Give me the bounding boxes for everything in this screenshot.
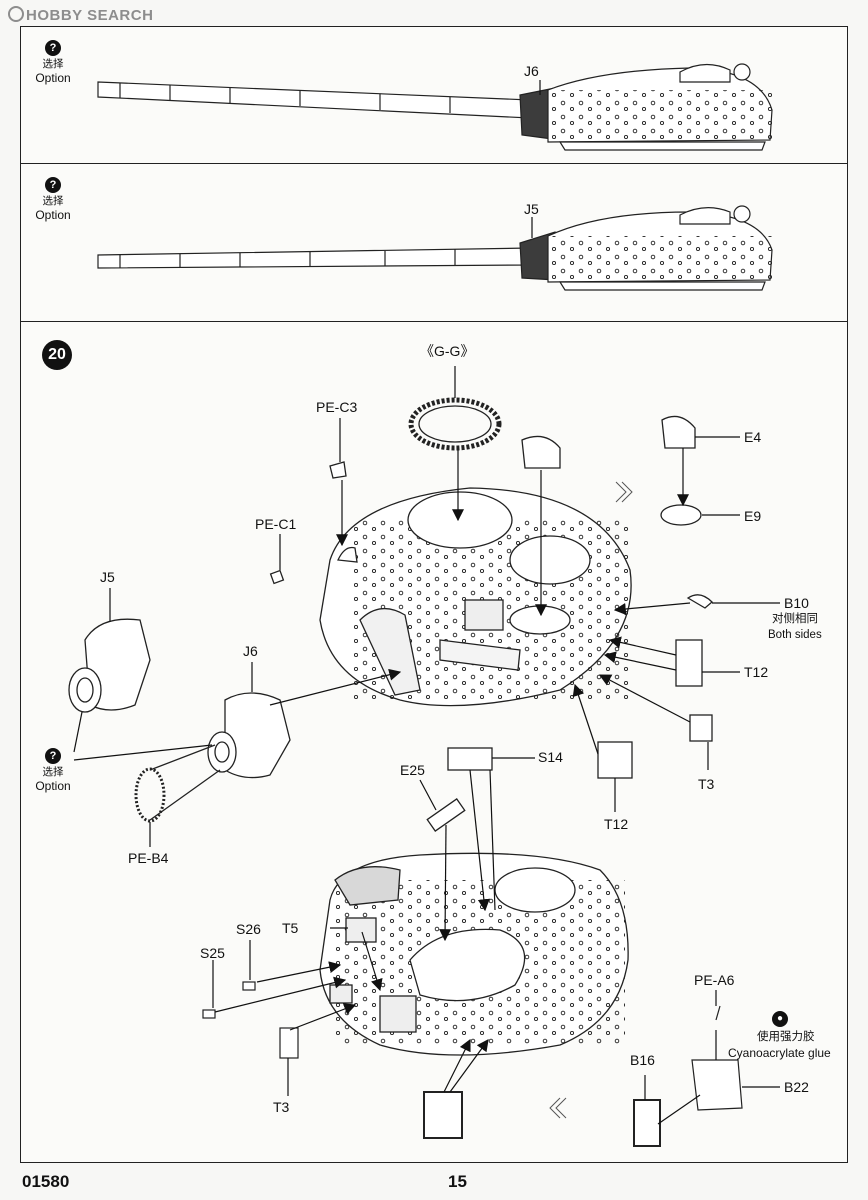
product-code: 01580	[22, 1172, 70, 1191]
upper-turret	[319, 487, 632, 707]
page-number: 15	[448, 1172, 467, 1191]
glue-note-cn: 使用强力胶	[757, 1031, 815, 1043]
option-badge-panel-2: ? 选择 Option	[35, 177, 71, 222]
question-icon: ?	[45, 40, 61, 56]
step-number: 20	[42, 340, 72, 370]
callout-b22: B22	[784, 1079, 809, 1095]
small-plates	[202, 981, 743, 1147]
mantlet-j5	[68, 618, 151, 713]
mantlet-j6	[207, 692, 291, 779]
callout-pe-b4: PE-B4	[128, 850, 169, 866]
callout-s14: S14	[538, 749, 563, 765]
part-label-j6-panel-1: J6	[524, 63, 539, 79]
callout-pe-a6: PE-A6	[694, 972, 735, 988]
callout-e25: E25	[400, 762, 425, 778]
callout-j6: J6	[243, 643, 258, 659]
callout-t3-left: T3	[273, 1099, 290, 1115]
callout-s26: S26	[236, 921, 261, 937]
callout-t12-upper: T12	[744, 664, 769, 680]
option-badge-step-20: ? 选择 Option	[35, 748, 71, 793]
callout-e9: E9	[744, 508, 762, 524]
callout-t5: T5	[282, 920, 299, 936]
lower-turret	[319, 852, 629, 1056]
callout-b10-note-cn: 对侧相同	[772, 613, 818, 625]
direction-arrows	[549, 481, 633, 1119]
callout-t12-lower: T12	[604, 816, 629, 832]
callout-s25: S25	[200, 945, 225, 961]
logo-icon	[8, 6, 24, 22]
callout-pe-c1: PE-C1	[255, 516, 297, 532]
glue-note-en: Cyanoacrylate glue	[728, 1046, 831, 1060]
watermark-logo: HOBBY SEARCH	[8, 6, 153, 24]
callout-b10: B10	[784, 595, 809, 611]
callout-j5: J5	[100, 569, 115, 585]
question-icon: ?	[45, 748, 61, 764]
callout-e4: E4	[744, 429, 762, 445]
callout-t3-right: T3	[698, 776, 715, 792]
leader-lines	[73, 80, 780, 1125]
section-label-gg: 《G-G》	[420, 343, 475, 359]
turret-side-view-j6	[97, 63, 773, 151]
option-badge-panel-1: ? 选择 Option	[35, 40, 71, 85]
turret-side-view-j5	[97, 205, 773, 291]
pe-b4-ring	[134, 744, 221, 823]
callout-b10-note-en: Both sides	[768, 629, 822, 641]
callout-pe-c3: PE-C3	[316, 399, 358, 415]
gg-ring	[408, 397, 502, 451]
callout-b16: B16	[630, 1052, 655, 1068]
glue-drop-icon: ●	[772, 1011, 788, 1027]
part-label-j5-panel-2: J5	[524, 201, 539, 217]
question-icon: ?	[45, 177, 61, 193]
